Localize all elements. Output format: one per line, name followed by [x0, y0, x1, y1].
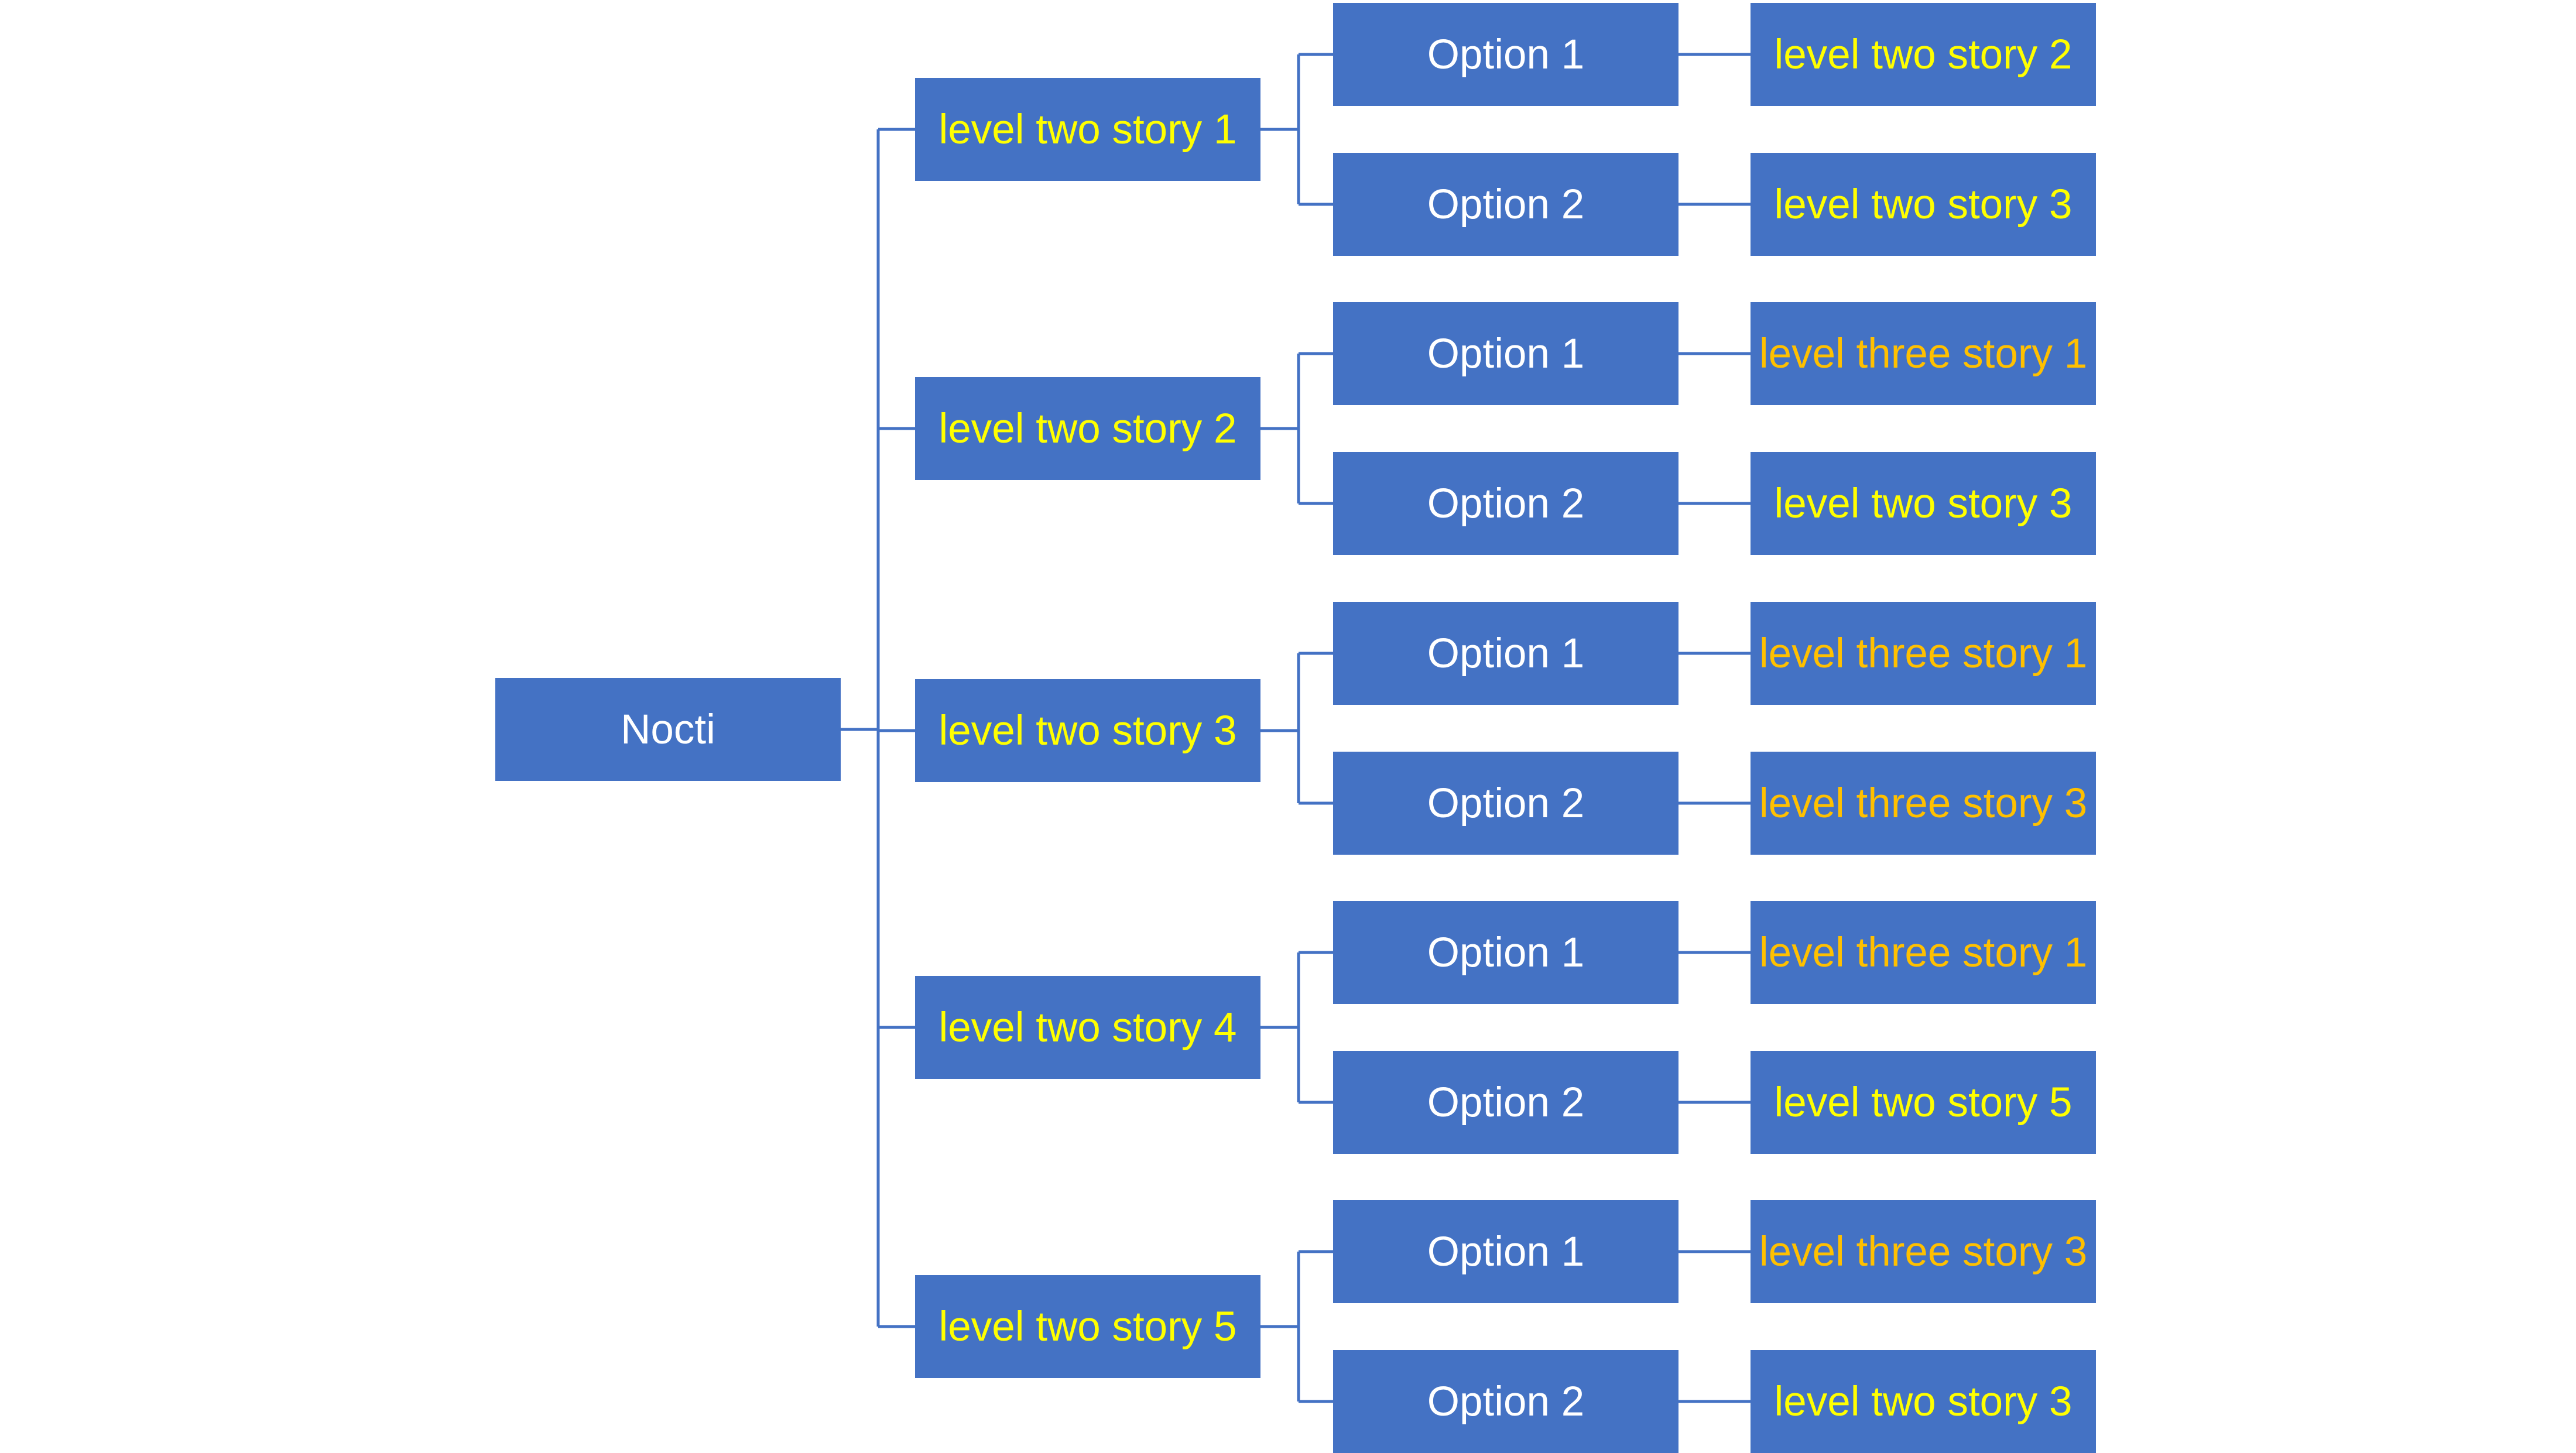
- option-node: Option 1: [1333, 602, 1678, 705]
- option-node: Option 2: [1333, 153, 1678, 256]
- outcome-node: level two story 5: [1751, 1051, 2096, 1154]
- option-node: Option 2: [1333, 1051, 1678, 1154]
- outcome-node: level three story 1: [1751, 901, 2096, 1004]
- level-two-node: level two story 4: [915, 976, 1260, 1079]
- option-node: Option 2: [1333, 752, 1678, 855]
- option-node: Option 2: [1333, 452, 1678, 555]
- level-two-node: level two story 1: [915, 78, 1260, 181]
- root-node: Nocti: [495, 678, 841, 781]
- outcome-node: level two story 3: [1751, 1350, 2096, 1453]
- outcome-node: level two story 3: [1751, 153, 2096, 256]
- outcome-node: level three story 3: [1751, 752, 2096, 855]
- outcome-node: level two story 2: [1751, 3, 2096, 106]
- outcome-node: level two story 3: [1751, 452, 2096, 555]
- option-node: Option 1: [1333, 901, 1678, 1004]
- option-node: Option 2: [1333, 1350, 1678, 1453]
- option-node: Option 1: [1333, 1200, 1678, 1303]
- outcome-node: level three story 3: [1751, 1200, 2096, 1303]
- level-two-node: level two story 5: [915, 1275, 1260, 1378]
- level-two-node: level two story 2: [915, 377, 1260, 480]
- level-two-node: level two story 3: [915, 679, 1260, 782]
- option-node: Option 1: [1333, 3, 1678, 106]
- outcome-node: level three story 1: [1751, 602, 2096, 705]
- outcome-node: level three story 1: [1751, 302, 2096, 405]
- option-node: Option 1: [1333, 302, 1678, 405]
